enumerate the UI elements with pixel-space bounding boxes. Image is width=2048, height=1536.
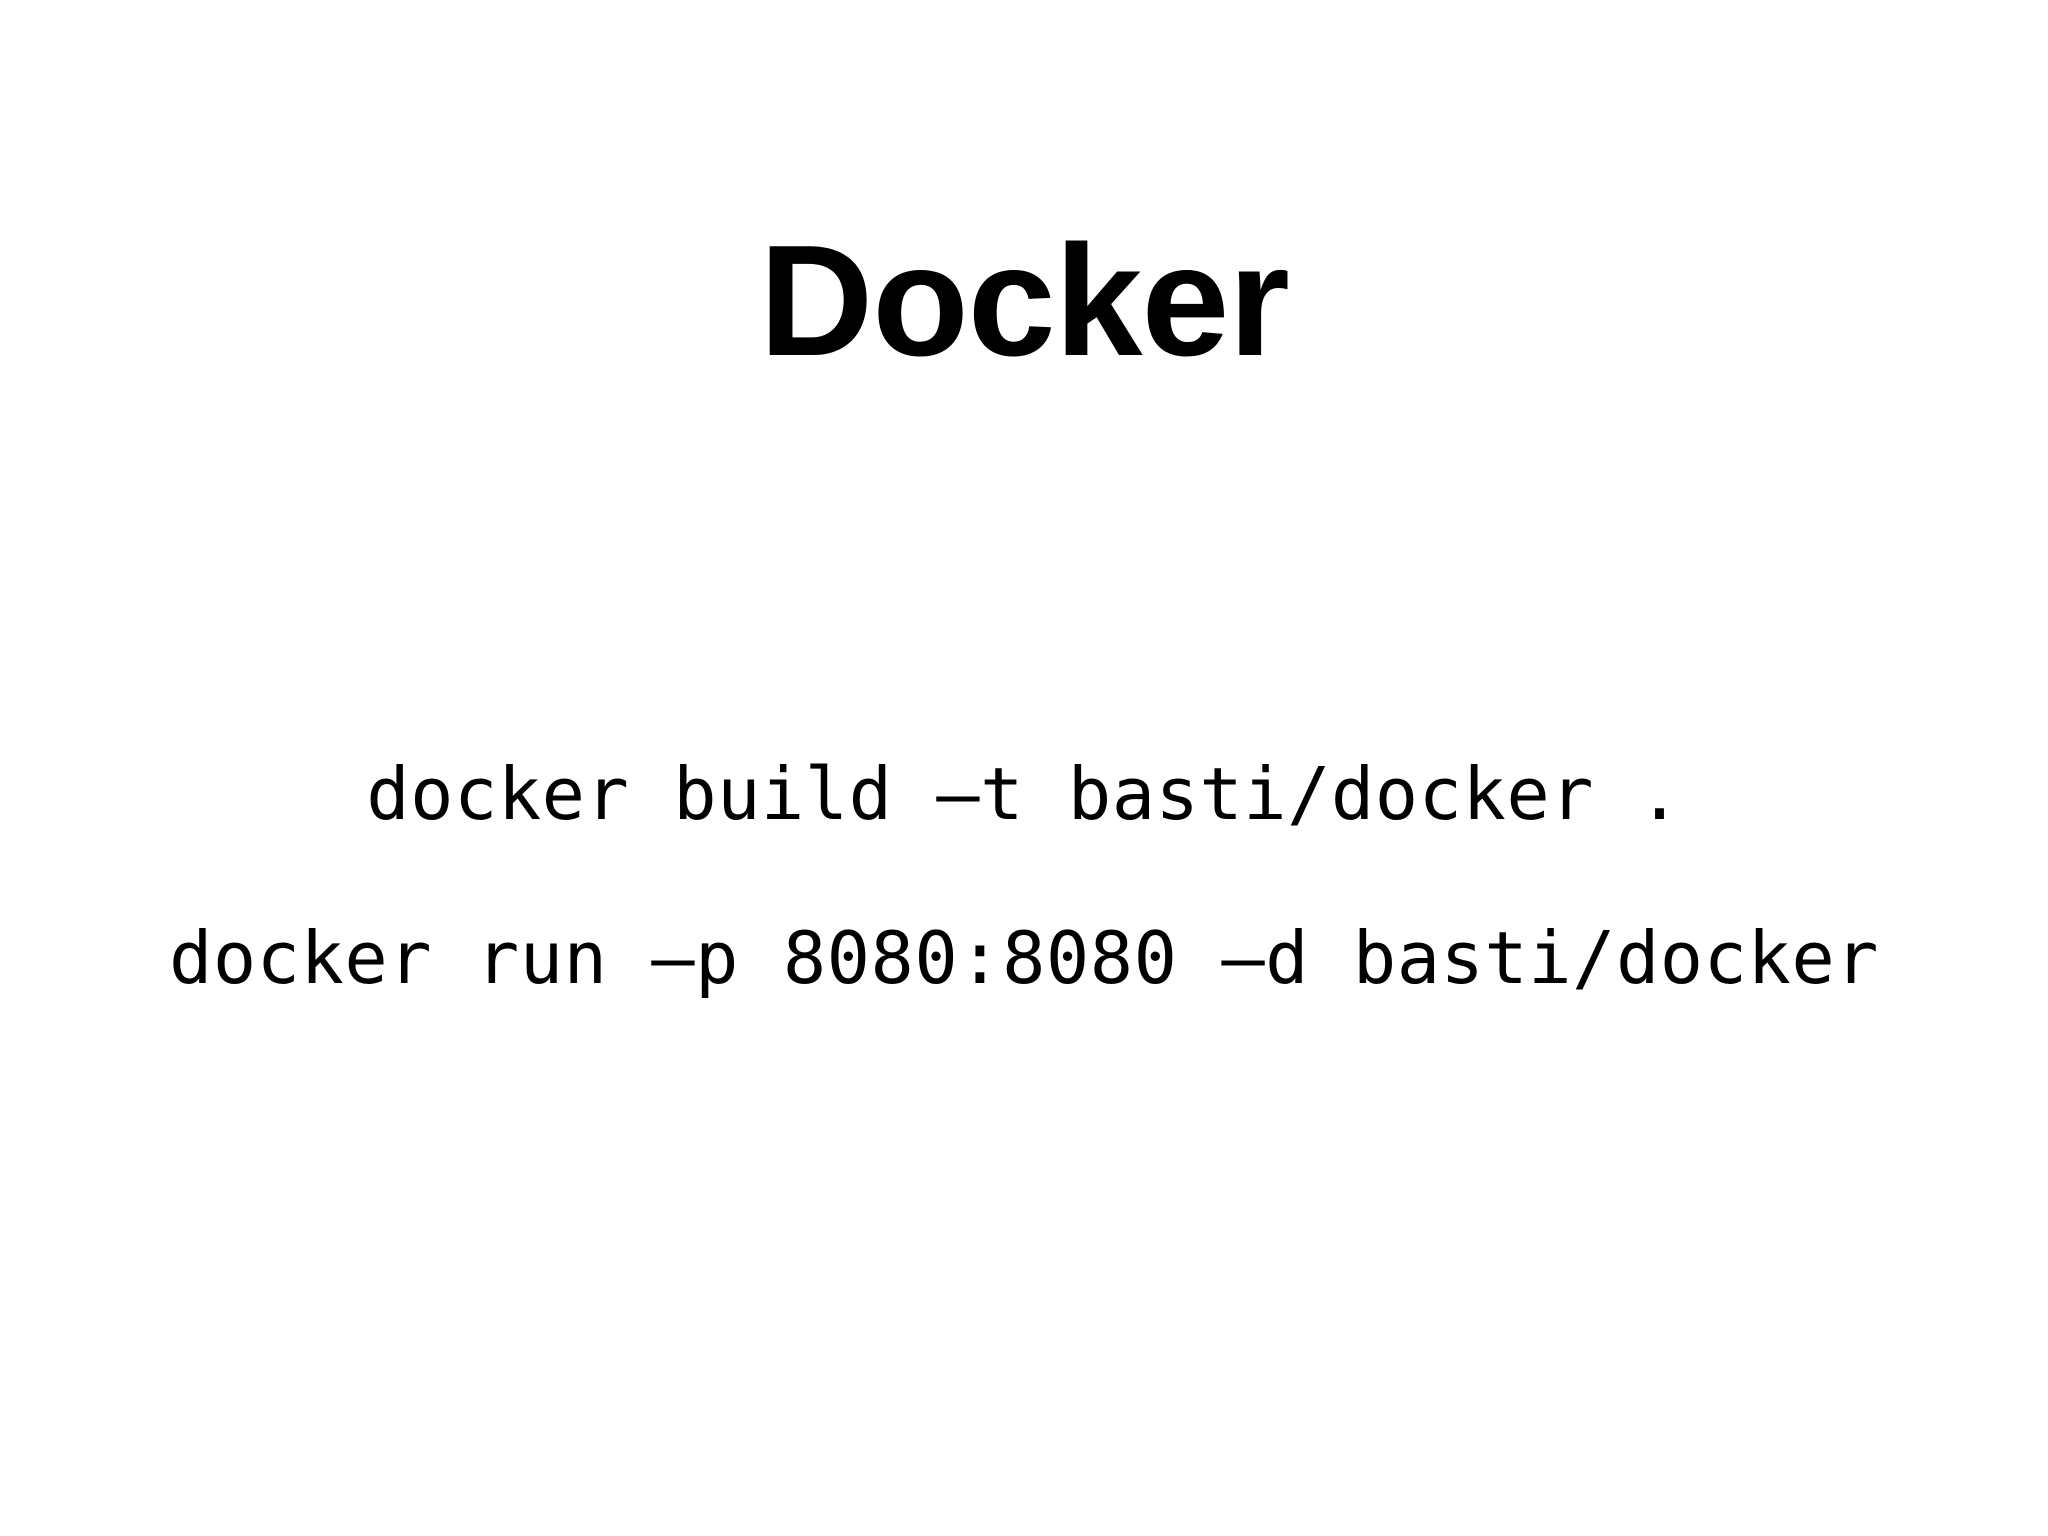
page-title: Docker [759, 212, 1290, 389]
code-line-docker-build: docker build –t basti/docker . [366, 752, 1682, 836]
code-line-docker-run: docker run –p 8080:8080 –d basti/docker [168, 916, 1880, 1000]
